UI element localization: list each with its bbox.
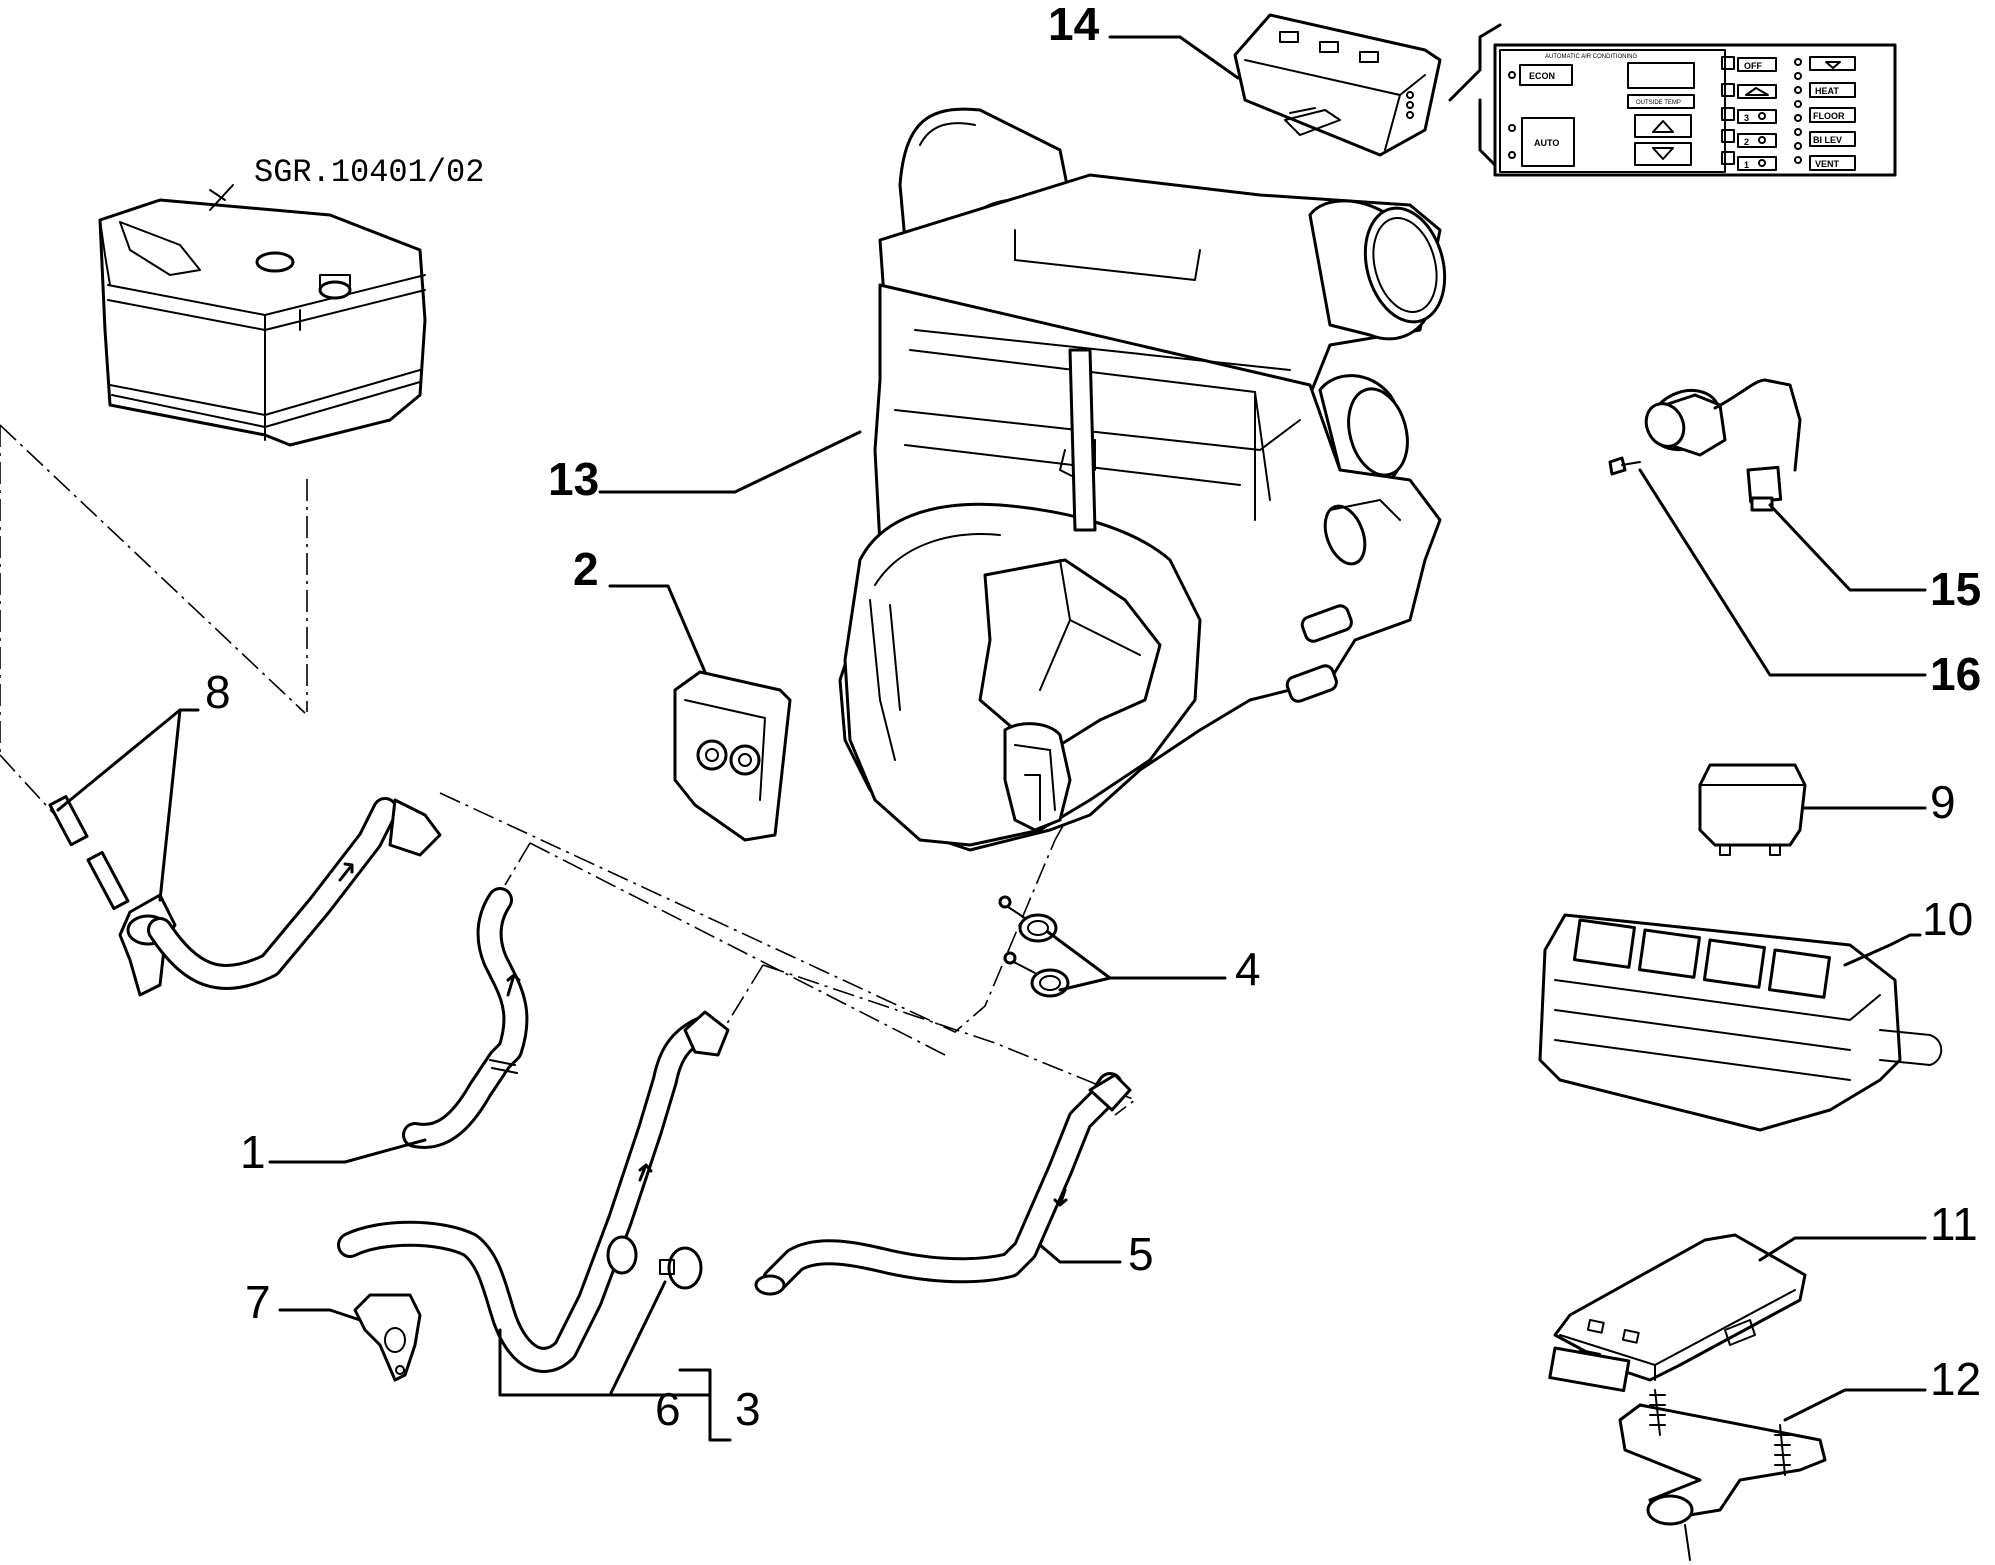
callout-3-leader [498,1328,732,1442]
part-2-grommet-plate [673,670,792,842]
callout-12-leader [1783,1388,1927,1422]
econ-button: ECON [1529,71,1555,81]
heat-button: HEAT [1815,86,1839,96]
callout-4-leader-b [1058,976,1112,992]
part-14-climate-module [1233,13,1442,157]
temp-up-icon [1652,120,1674,133]
fan-1-button: 1 [1744,160,1749,170]
callout-16: 16 [1930,648,1981,700]
part-1-hose [402,887,529,1149]
flow-arrow-icon [338,862,354,882]
reference-leader [209,184,234,211]
callout-15: 15 [1930,563,1981,615]
part-7-clip [353,1293,422,1382]
callout-10-leader [1843,933,1922,967]
callout-4: 4 [1235,943,1261,995]
flow-arrow-icon [506,973,521,997]
part-10-relay-box [1538,913,1943,1132]
flow-arrow-icon [1053,1188,1068,1207]
fan-2-button: 2 [1744,137,1749,147]
callout-6-leader [608,1280,712,1397]
part-8-fittings [48,795,177,997]
outside-temp-label: OUTSIDE TEMP [1636,100,1681,106]
callout-4-leader-a [1046,930,1227,980]
flow-arrow-icon [638,1163,653,1182]
part-4-hose-clips [998,895,1070,998]
callout-8-leader-b [158,708,182,902]
part-5-hose [754,1072,1132,1296]
callout-8: 8 [205,666,231,718]
vent-button: VENT [1815,159,1840,169]
recirc-icon [1745,87,1769,96]
control-panel-face: AUTOMATIC AIR CONDITIONING ECON OUTSIDE … [1493,43,1897,177]
callout-14: 14 [1048,0,1100,50]
callout-5: 5 [1128,1228,1154,1280]
callout-6: 6 [655,1383,681,1435]
reference-tank [98,189,427,447]
callout-5-leader [1038,1243,1122,1264]
auto-button: AUTO [1534,138,1559,148]
callout-3: 3 [735,1383,761,1435]
callout-2: 2 [573,543,599,595]
callout-13: 13 [548,453,599,505]
callout-16-leader [1638,468,1927,677]
callout-9: 9 [1930,776,1956,828]
part-6-bleed-screw [659,1246,703,1290]
callout-2-leader [608,584,707,674]
part-3-hose [337,1010,730,1373]
callout-11: 11 [1930,1198,1978,1250]
fan-3-button: 3 [1744,113,1749,123]
callout-10: 10 [1922,893,1973,945]
hose-upper-left [147,797,442,991]
part-15-sensor [1644,378,1802,512]
off-button: OFF [1744,61,1762,71]
panel-title: AUTOMATIC AIR CONDITIONING [1545,54,1637,60]
callout-1-leader [268,1138,427,1164]
defrost-icon [1825,61,1841,69]
fan-icon [1758,112,1766,120]
part-9-relay [1698,763,1807,856]
temp-down-icon [1652,147,1674,160]
bilev-button: BI LEV [1813,135,1842,145]
callout-11-leader [1758,1236,1927,1262]
callout-14-leader [1108,35,1240,80]
fan-icon [1758,136,1766,144]
callout-15-leader [1768,503,1927,592]
heater-unit [838,107,1447,852]
panel-bracket [1448,23,1502,102]
floor-button: FLOOR [1813,111,1845,121]
callout-7-leader [278,1308,362,1322]
part-11-control-unit [1548,1233,1807,1393]
part-16-screw [1608,456,1641,476]
part-12-bracket [1618,1389,1827,1561]
callout-7: 7 [245,1276,271,1328]
callout-1: 1 [240,1126,266,1178]
callout-13-leader [598,430,862,494]
panel-bracket-bottom [1478,98,1502,172]
callout-12: 12 [1930,1353,1981,1405]
reference-code: SGR.10401/02 [254,154,484,191]
fan-icon [1758,159,1766,167]
